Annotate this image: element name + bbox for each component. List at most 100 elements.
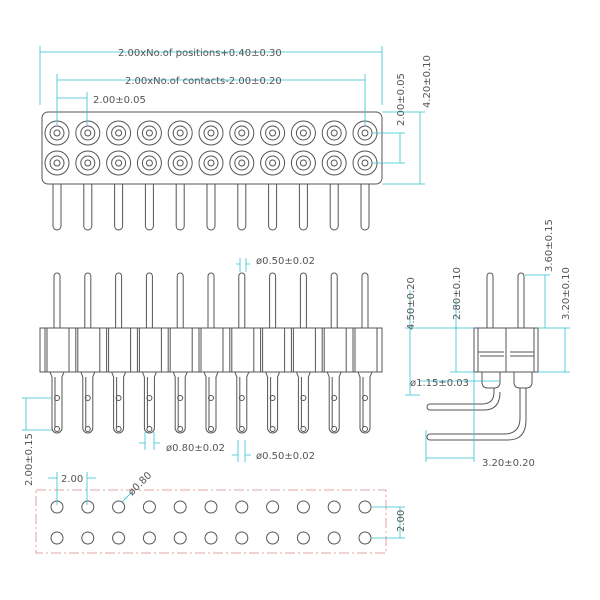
contact-hole (207, 159, 215, 167)
contact-ring (80, 155, 96, 171)
contact-outer (229, 150, 255, 176)
contact-hole (269, 129, 277, 137)
footprint-hole (358, 531, 372, 545)
footprint-hole (235, 531, 249, 545)
footprint-hole (358, 500, 372, 514)
front-sleeve-ring (331, 395, 338, 401)
top-pin (206, 184, 216, 231)
front-pin-top (238, 272, 246, 328)
footprint-hole (327, 531, 341, 545)
front-segment (229, 328, 255, 372)
contact-ring (172, 155, 188, 171)
contact-outer (106, 120, 132, 146)
contact-outer (290, 150, 316, 176)
front-sleeve-tip (208, 426, 214, 432)
front-sleeve (234, 371, 250, 434)
footprint-hole (81, 500, 95, 514)
contact-hole (115, 159, 123, 167)
contact-outer (167, 150, 193, 176)
front-sleeve-ring (54, 395, 60, 401)
dim-side-body: 2.80±0.10 (452, 267, 463, 320)
front-sleeve (49, 371, 65, 434)
footprint-hole (296, 531, 310, 545)
contact-ring (49, 155, 65, 171)
front-sleeve-tip (269, 426, 276, 432)
contact-hole (361, 159, 369, 167)
front-pin-top (176, 272, 184, 328)
dim-total-length: 2.00xNo.of positions+0.40±0.30 (118, 48, 282, 59)
contact-outer (260, 150, 286, 176)
side-pins-top (486, 272, 525, 328)
contact-hole (238, 159, 246, 167)
front-sleeve-tip (362, 426, 368, 432)
dim-pitch: 2.00±0.05 (93, 95, 146, 106)
footprint-outline (35, 489, 387, 554)
front-pin-top (115, 272, 123, 328)
front-segment (44, 328, 70, 372)
side-view (405, 272, 570, 462)
dim-tail-length: 2.00±0.15 (24, 433, 35, 486)
contact-ring (141, 155, 157, 171)
contact-hole (176, 159, 184, 167)
contact-outer (229, 120, 255, 146)
top-body (41, 111, 383, 185)
contact-hole (145, 159, 153, 167)
top-pin (175, 184, 185, 231)
front-sleeve-tip (331, 426, 338, 432)
top-pin (268, 184, 278, 231)
front-sleeve (203, 371, 219, 434)
contact-ring (111, 155, 127, 171)
footprint-hole (235, 500, 249, 514)
dimension-lines (22, 46, 425, 539)
contact-ring (80, 125, 96, 141)
footprint-hole (204, 500, 218, 514)
contact-outer (136, 120, 162, 146)
contact-hole (176, 129, 184, 137)
front-sleeve (172, 371, 188, 434)
front-sleeve-ring (238, 395, 245, 401)
contact-ring (326, 125, 342, 141)
contact-hole (361, 129, 369, 137)
contact-ring (265, 155, 281, 171)
contact-ring (295, 125, 311, 141)
dim-fp-hole-dia: ø0.80 (126, 470, 154, 498)
contact-hole (299, 159, 307, 167)
contact-ring (111, 125, 127, 141)
front-sleeve-tip (146, 426, 153, 432)
contact-ring (265, 125, 281, 141)
front-view (39, 272, 383, 434)
contact-outer (75, 150, 101, 176)
dim-row-pitch: 2.00±0.05 (396, 73, 407, 126)
dim-fp-row-pitch: 2.00 (396, 510, 407, 532)
contact-outer (167, 120, 193, 146)
footprint-hole (142, 531, 156, 545)
front-segment (136, 328, 162, 372)
contact-outer (260, 120, 286, 146)
footprint-hole (327, 500, 341, 514)
front-segment (106, 328, 132, 372)
front-sleeve-ring (362, 395, 368, 401)
footprint-hole (81, 531, 95, 545)
dim-fp-pitch: 2.00 (61, 474, 83, 485)
dim-pin-dia-bottom: ø0.50±0.02 (256, 451, 315, 462)
contact-hole (115, 129, 123, 137)
front-sleeve-ring (300, 395, 307, 401)
front-pin-top (53, 272, 61, 328)
front-segment (198, 328, 224, 372)
contact-ring (172, 125, 188, 141)
contact-hole (330, 159, 338, 167)
front-sleeve-ring (84, 395, 91, 401)
front-sleeve-ring (177, 395, 184, 401)
front-sleeve-tip (177, 426, 184, 432)
top-pin (144, 184, 154, 231)
top-pin (298, 184, 308, 231)
footprint-hole (112, 500, 126, 514)
front-sleeve (326, 371, 342, 434)
dim-side-bend: 3.20±0.20 (482, 458, 535, 469)
front-pin-top (145, 272, 153, 328)
top-pin (360, 184, 370, 231)
contact-ring (234, 155, 250, 171)
contact-outer (75, 120, 101, 146)
